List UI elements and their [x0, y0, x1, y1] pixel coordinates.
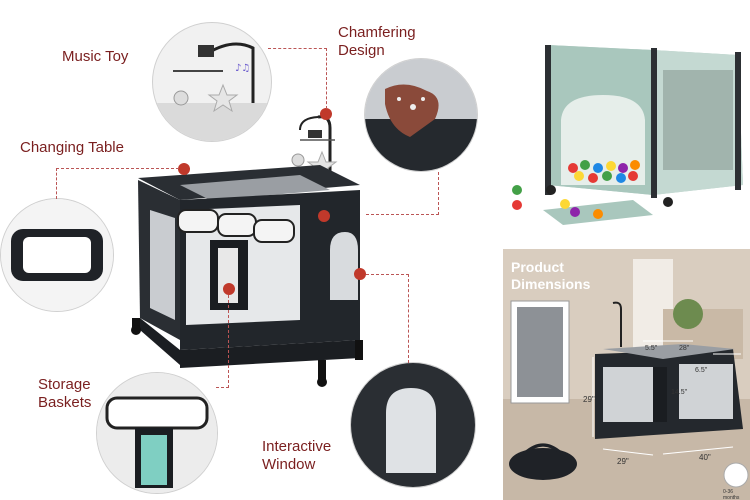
playard-illustration	[512, 45, 743, 225]
storage-baskets-callout-dot	[223, 283, 235, 295]
interactive-window-detail-image	[350, 362, 476, 488]
music-toy-callout-dot	[320, 108, 332, 120]
dimensions-title-line2: Dimensions	[511, 276, 591, 292]
interactive-label-line2: Window	[262, 456, 316, 473]
product-dimensions-panel: Product Dimensions 5.5" 28" 6.5" 14.5" 2…	[503, 249, 750, 500]
playard-photo-panel	[503, 0, 750, 246]
dimension-width: 29"	[617, 457, 629, 466]
music-toy-label: Music Toy	[62, 48, 129, 65]
storage-label-line1: Storage	[38, 376, 91, 393]
dimensions-room-scene	[503, 249, 750, 500]
interactive-window-label: Interactive Window	[262, 438, 331, 474]
dimension-height: 29"	[583, 395, 595, 404]
music-toy-callout-line	[268, 48, 327, 109]
dimension-measure-b: 28"	[679, 345, 690, 352]
changing-table-callout-dot	[178, 163, 190, 175]
dimension-measure-c: 14.5"	[671, 389, 688, 396]
dimension-measure-a: 5.5"	[645, 345, 658, 352]
chamfering-callout-line	[366, 172, 439, 215]
chamfering-label-line1: Chamfering	[338, 24, 416, 41]
storage-baskets-callout-line	[216, 295, 229, 388]
interactive-window-callout-line	[366, 274, 409, 363]
age-badge: 0-36 months	[723, 489, 740, 500]
music-toy-detail-image: ♪♫	[152, 22, 272, 142]
storage-label-line2: Baskets	[38, 394, 92, 411]
chamfering-detail-image	[364, 58, 478, 172]
changing-table-label: Changing Table	[20, 139, 124, 156]
storage-baskets-label: Storage Baskets	[38, 376, 91, 412]
chamfering-design-label: Chamfering Design	[338, 24, 416, 60]
svg-text:♪♫: ♪♫	[235, 63, 250, 74]
interactive-window-callout-dot	[354, 268, 366, 280]
main-product-panel: Music Toy ♪♫ Chamfering Design Changing …	[0, 22, 478, 494]
storage-baskets-detail-image	[96, 372, 218, 494]
dimension-length: 40"	[699, 453, 711, 462]
crib-illustration	[131, 115, 363, 387]
changing-table-detail-image	[0, 198, 114, 312]
chamfering-callout-dot	[318, 210, 330, 222]
interactive-label-line1: Interactive	[262, 438, 332, 455]
dimensions-title-line1: Product	[511, 259, 564, 275]
dimension-measure-d: 6.5"	[695, 367, 708, 374]
dimensions-title: Product Dimensions	[511, 259, 590, 293]
changing-table-callout-line	[56, 168, 179, 199]
chamfering-label-line2: Design	[338, 42, 385, 59]
